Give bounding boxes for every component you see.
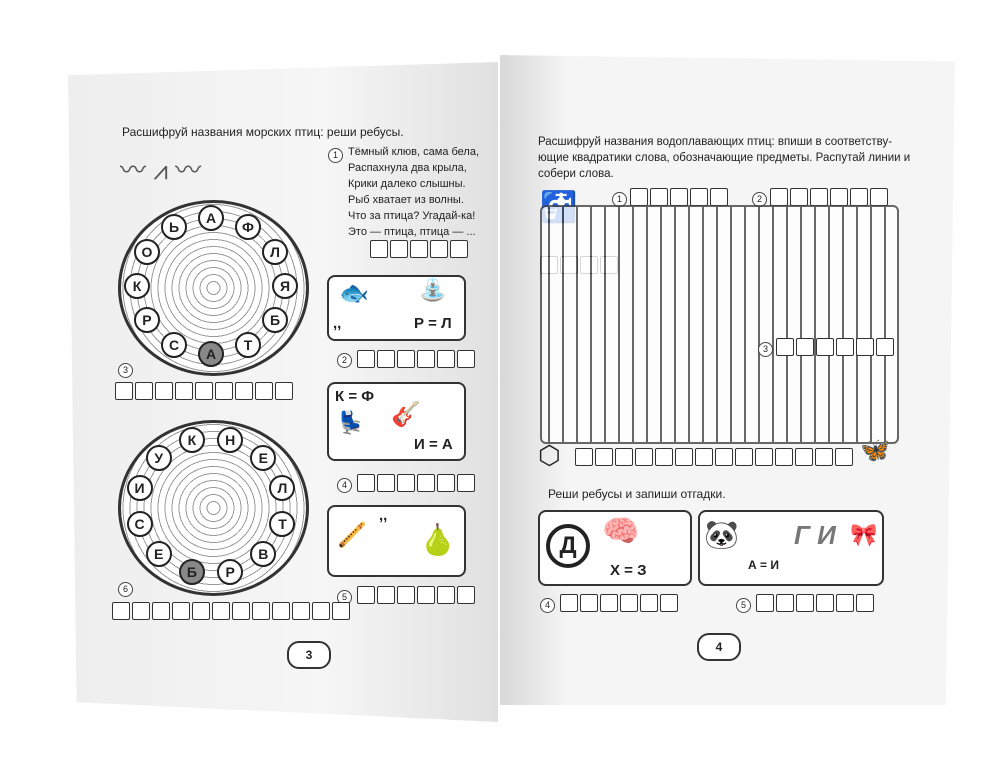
wheel-letter: Е bbox=[145, 541, 172, 568]
task-number: 1 bbox=[328, 148, 343, 163]
seagulls-illustration: 〰 ⩘ 〰 bbox=[120, 155, 202, 185]
wheel-letter: Р bbox=[217, 558, 244, 585]
task-number: 2 bbox=[337, 353, 352, 368]
page-number: 4 bbox=[697, 633, 741, 661]
wheel-letter: Р bbox=[133, 307, 160, 333]
page-number: 3 bbox=[287, 641, 331, 669]
right-instruction-2: Реши ребусы и запиши отгадки. bbox=[548, 487, 726, 501]
wheel-letter: Б bbox=[262, 307, 289, 333]
rebus-equation: Р = Л bbox=[414, 315, 452, 332]
fish-icon: 🐟 bbox=[339, 280, 369, 307]
rebus-equation: Х = З bbox=[610, 562, 647, 579]
armchair-icon: 💺 bbox=[337, 410, 365, 435]
rebus-equation: А = И bbox=[748, 558, 779, 572]
commas: ,, bbox=[333, 315, 342, 332]
wheel-letter-start: Б bbox=[178, 558, 205, 585]
wheel-letter: К bbox=[178, 427, 205, 454]
riddle: Тёмный клюв, сама бела, Распахнула два к… bbox=[348, 144, 479, 240]
task-number: 3 bbox=[118, 363, 133, 378]
answer-boxes-1[interactable] bbox=[370, 240, 468, 258]
riddle-line: Рыб хватает из волны. bbox=[348, 194, 464, 206]
riddle-line: Что за птица? Угадай-ка! bbox=[348, 210, 476, 222]
answer-boxes-r5[interactable] bbox=[756, 594, 874, 612]
wheel-letter: Т bbox=[235, 331, 261, 358]
answer-boxes-6[interactable] bbox=[112, 602, 350, 620]
wheel-letter: Т bbox=[269, 510, 296, 537]
riddle-line: Распахнула два крыла, bbox=[348, 162, 467, 174]
commas: ,, bbox=[379, 507, 388, 524]
wheel-letter: О bbox=[133, 239, 160, 265]
left-instruction: Расшифруй названия морских птиц: реши ре… bbox=[122, 125, 404, 139]
wheel-letter: И bbox=[126, 475, 153, 502]
riddle-line: Тёмный клюв, сама бела, bbox=[348, 146, 480, 158]
flute-icon: 🪈 bbox=[337, 522, 367, 549]
letter-wheel-2 bbox=[118, 420, 309, 596]
right-instruction: Расшифруй названия водоплавающих птиц: в… bbox=[538, 136, 911, 180]
rebus-letters: Г И bbox=[794, 520, 836, 550]
answer-boxes-r3[interactable] bbox=[776, 338, 894, 356]
wheel-letter: А bbox=[198, 205, 224, 231]
wheel-letter: Ь bbox=[161, 214, 187, 241]
moth-icon: 🦋 bbox=[860, 437, 890, 464]
rebus-4-panel: К = Ф 💺 🎸 И = А bbox=[327, 382, 466, 461]
walnut-icon: 🧠 bbox=[602, 515, 640, 548]
wheel-letter: В bbox=[250, 541, 277, 568]
task-number: 5 bbox=[736, 598, 751, 613]
nut-icon: ⬡ bbox=[538, 440, 561, 470]
wheel-letter: Н bbox=[217, 427, 244, 454]
answer-boxes-r4[interactable] bbox=[560, 594, 678, 612]
wheel-letter: Я bbox=[272, 273, 298, 299]
rebus-r4-panel: Д 🧠 Х = З bbox=[538, 510, 692, 586]
guitar-icon: 🎸 bbox=[391, 401, 421, 428]
answer-boxes-5[interactable] bbox=[357, 586, 475, 604]
pear-icon: 🍐 bbox=[419, 524, 457, 557]
wheel-letter: Л bbox=[269, 475, 296, 502]
wheel-letter: К bbox=[124, 273, 150, 299]
wheel-letter: С bbox=[126, 510, 153, 537]
rebus-r5-panel: 🐼 А = И Г И 🎀 bbox=[698, 510, 884, 586]
answer-boxes-r2[interactable] bbox=[770, 188, 888, 206]
answer-boxes-3[interactable] bbox=[115, 382, 293, 400]
wheel-letter-start: А bbox=[198, 341, 224, 367]
panda-icon: 🐼 bbox=[704, 519, 739, 550]
rebus-letter: Д bbox=[546, 524, 590, 568]
wheel-letter: С bbox=[161, 331, 187, 358]
riddle-line: Это — птица, птица — ... bbox=[348, 226, 476, 238]
task-number: 3 bbox=[758, 342, 773, 357]
wheel-letter: У bbox=[145, 444, 172, 471]
bow-icon: 🎀 bbox=[850, 522, 878, 547]
rebus-2-panel: 🐟 ⛲ ,, Р = Л bbox=[327, 275, 466, 341]
wheel-letter: Ф bbox=[235, 214, 261, 241]
task-number: 4 bbox=[337, 478, 352, 493]
task-number: 4 bbox=[540, 598, 555, 613]
rebus-equation: К = Ф bbox=[335, 388, 375, 405]
answer-boxes-2[interactable] bbox=[357, 350, 475, 368]
tangled-lines-maze bbox=[540, 205, 899, 444]
wheel-letter: Е bbox=[250, 444, 277, 471]
rebus-5-panel: 🪈 ,, 🍐 bbox=[327, 505, 466, 577]
answer-boxes-4[interactable] bbox=[357, 474, 475, 492]
answer-boxes-r1[interactable] bbox=[630, 188, 728, 206]
riddle-line: Крики далеко слышны. bbox=[348, 178, 466, 190]
answer-boxes-bottom-maze[interactable] bbox=[575, 448, 853, 466]
rebus-equation: И = А bbox=[414, 436, 453, 453]
task-number: 6 bbox=[118, 582, 133, 597]
faucet-icon: ⛲ bbox=[419, 277, 447, 302]
wheel-letter: Л bbox=[262, 239, 289, 265]
